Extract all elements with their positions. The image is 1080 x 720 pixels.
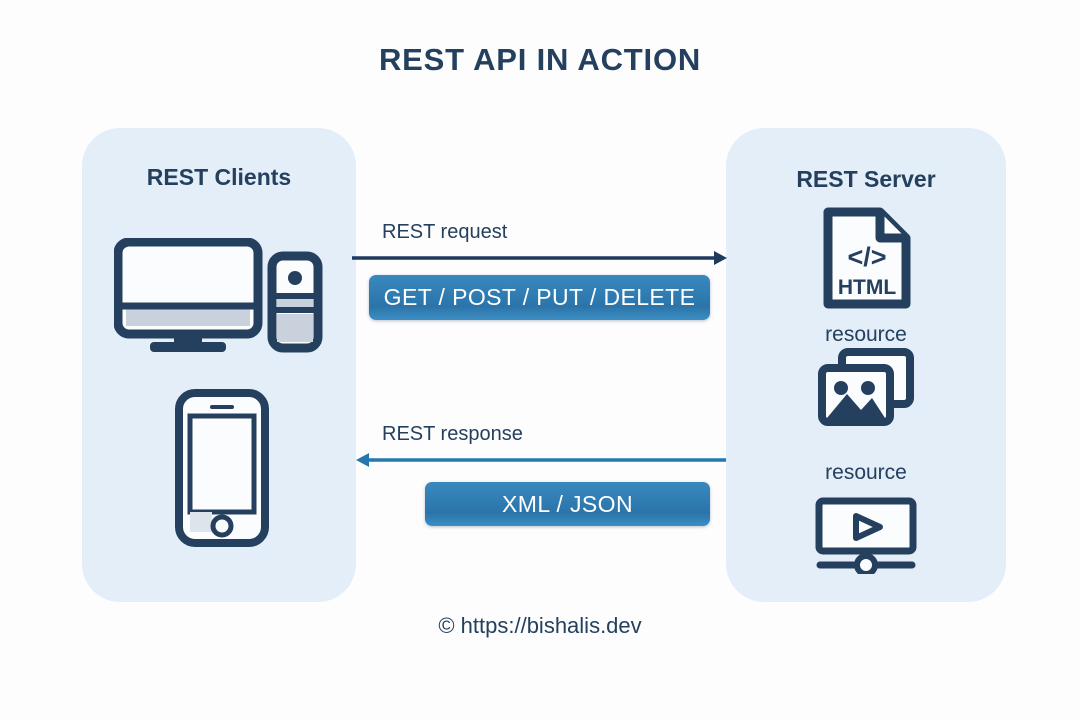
response-format-badge: XML / JSON xyxy=(425,482,710,526)
http-methods-badge: GET / POST / PUT / DELETE xyxy=(369,275,710,320)
footer-credit: © https://bishalis.dev xyxy=(438,613,642,638)
rest-response-label: REST response xyxy=(382,423,523,445)
resource-label-html: resource xyxy=(825,323,907,346)
video-player-icon xyxy=(814,496,918,579)
images-stack-icon xyxy=(816,346,916,433)
html-document-icon: </> HTML xyxy=(822,206,912,315)
page-title: REST API IN ACTION xyxy=(378,42,702,77)
svg-text:</>: </> xyxy=(847,242,886,272)
rest-request-label: REST request xyxy=(382,221,508,243)
desktop-computer-icon xyxy=(113,237,324,358)
response-arrow-left-icon xyxy=(356,453,726,467)
rest-server-panel: REST Server </> HTML resource resource xyxy=(726,128,1006,602)
rest-server-title: REST Server xyxy=(796,166,936,192)
svg-text:HTML: HTML xyxy=(838,276,896,299)
resource-label-image: resource xyxy=(825,461,907,484)
rest-clients-title: REST Clients xyxy=(146,164,292,190)
rest-clients-panel: REST Clients xyxy=(82,128,356,602)
request-arrow-right-icon xyxy=(352,251,727,265)
smartphone-icon xyxy=(174,388,270,553)
